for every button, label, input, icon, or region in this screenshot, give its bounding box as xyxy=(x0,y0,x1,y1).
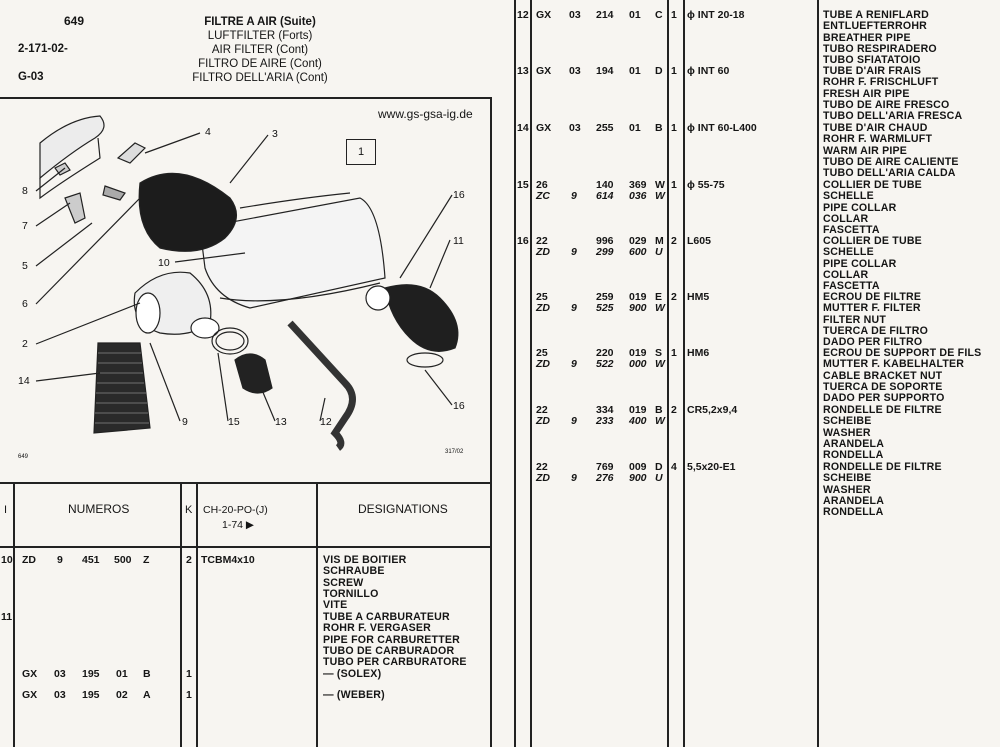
diagram-footer-right: 317/02 xyxy=(445,449,464,455)
callout-2: 2 xyxy=(22,338,28,350)
title-en: AIR FILTER (Cont) xyxy=(211,44,309,56)
figure-box-label: 1 xyxy=(357,146,365,158)
callout-4: 4 xyxy=(205,126,211,138)
warm-air-hose-14 xyxy=(93,342,151,434)
callout-7: 7 xyxy=(22,220,28,232)
diagram-footer-left: 649 xyxy=(18,454,29,460)
designation-list: TUBE A CARBURATEUR ROHR F. VERGASER PIPE… xyxy=(323,611,467,669)
callout-13: 13 xyxy=(275,416,287,428)
clamp-15 xyxy=(211,327,249,355)
figure-box: 1 xyxy=(346,139,376,165)
callout-16-upper: 16 xyxy=(453,189,465,201)
exploded-parts-diagram: 4 3 8 7 5 6 2 14 9 15 13 12 10 16 11 16 … xyxy=(18,115,465,460)
fresh-air-pipe-11 xyxy=(384,284,459,352)
designation-list: VIS DE BOITIER SCHRAUBE SCREW TORNILLO V… xyxy=(323,554,407,612)
group-code: G-03 xyxy=(18,71,44,83)
col-header-i: I xyxy=(4,504,8,516)
title-es: FILTRO DE AIRE (Cont) xyxy=(198,58,322,70)
callout-6: 6 xyxy=(22,298,28,310)
reference-code: 2-171-02- xyxy=(18,43,68,55)
bracket-4 xyxy=(116,142,147,164)
col-header-designations: DESIGNATIONS xyxy=(358,502,448,516)
callout-12: 12 xyxy=(320,416,332,428)
website-watermark: www.gs-gsa-ig.de xyxy=(378,107,473,121)
col-header-ch: CH-20-PO-(J) xyxy=(203,504,268,516)
callout-8: 8 xyxy=(22,185,28,197)
col-header-numeros: NUMEROS xyxy=(68,502,130,516)
col-header-ch-sub: 1-74 ▶ xyxy=(222,519,255,531)
breather-pipe-12 xyxy=(287,320,356,451)
designation-list: — (SOLEX) xyxy=(323,668,382,680)
title-it: FILTRO DELL'ARIA (Cont) xyxy=(192,72,328,84)
page-number: 649 xyxy=(64,14,85,28)
callout-11: 11 xyxy=(453,235,464,247)
designation-list: — (WEBER) xyxy=(323,689,385,701)
filter-housing xyxy=(199,197,386,309)
callout-5: 5 xyxy=(22,260,28,272)
callout-10: 10 xyxy=(158,257,170,269)
callout-3: 3 xyxy=(272,128,278,140)
cover-plate xyxy=(39,115,105,180)
title-fr: FILTRE A AIR (Suite) xyxy=(204,16,316,28)
col-header-k: K xyxy=(185,504,193,516)
filter-element xyxy=(138,172,237,252)
collar-16 xyxy=(406,352,444,368)
callout-16-lower: 16 xyxy=(453,400,465,412)
callout-9: 9 xyxy=(182,416,188,428)
callout-15: 15 xyxy=(228,416,240,428)
callout-14: 14 xyxy=(18,375,30,387)
title-de: LUFTFILTER (Forts) xyxy=(207,30,313,42)
rubber-sleeve-13 xyxy=(234,353,273,394)
